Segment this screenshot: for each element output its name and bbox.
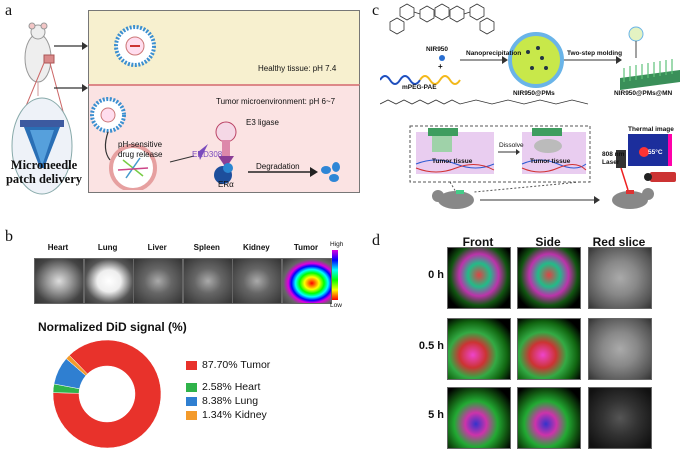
nir950-pms-mn-label: NIR950@PMs@MN [614,90,673,97]
donut-chart [52,339,162,449]
healthy-tissue-label: Healthy tissue: pH 7.4 [258,64,337,73]
row-label-5h: 5 h [428,409,444,421]
panel-letter-b: b [5,228,13,245]
organ-image-kidney [232,258,283,304]
panel-c-graphics [380,3,680,209]
mouse-right-icon [612,188,654,209]
thermal-image-icon [628,134,672,166]
erd308-icon [198,144,208,160]
tumor-env-label: Tumor microenvironment: pH 6~7 [216,97,336,106]
legend-label-heart: Heart [231,381,261,393]
legend-swatch-tumor [186,361,197,370]
imaging-tile-front-5h [447,387,511,449]
organ-label-lung: Lung [97,243,118,252]
organ-label-kidney: Kidney [243,243,270,252]
legend-entry-lung: 8.38% Lung [202,395,258,407]
panel-letter-d: d [372,232,380,249]
erd308-label: ERD308 [192,150,223,159]
scale-low-label: Low [330,302,342,309]
dissolve-label: Dissolve [499,142,524,149]
legend-value-kidney: 1.34% [202,409,232,421]
legend-value-tumor: 87.70% [202,359,238,371]
arrows-to-tissues [54,42,88,92]
nir950-label: NIR950 [426,46,449,53]
micelle-healthy-icon [114,25,156,67]
laser-label: 808 nm Laser [602,151,625,166]
cell-release-icon [109,144,157,190]
imaging-tile-front-0h [447,247,511,309]
imaging-tile-side-5h [517,387,581,449]
nir950-structure-icon [389,3,495,35]
organ-label-heart: Heart [47,243,69,252]
mpeg-pae-label: mPEG-PAE [402,84,437,91]
row-label-0-5h: 0.5 h [418,340,444,352]
column-header-front: Front [462,235,494,249]
two-step-molding-label: Two-step molding [567,50,623,57]
organ-label-spleen: Spleen [193,243,220,252]
mouse-microneedle-illustration [11,22,73,195]
imaging-tile-side-0h [517,247,581,309]
ph-release-label: pH-sensitive drug release [118,140,163,159]
legend-label-lung: Lung [231,395,259,407]
organ-image-heart [34,258,84,304]
donut-slice-tumor [52,339,162,449]
nanoprecipitation-label: Nanoprecipitation [466,50,522,57]
legend-swatch-lung [186,397,197,406]
legend-entry-heart: 2.58% Heart [202,381,260,393]
legend-label-tumor: Tumor [237,359,271,371]
e3-ligase-icon [215,121,237,168]
legend-label-kidney: Kidney [231,409,267,421]
imaging-tile-red-slice-0-5h [588,318,652,380]
microneedle-patch-icon [620,70,680,90]
legend-entry-tumor: 87.70% Tumor [202,359,270,371]
legend-value-heart: 2.58% [202,381,232,393]
temperature-label: 55°C [648,149,663,156]
organ-image-tumor [282,258,332,304]
organ-image-lung [83,258,134,304]
intensity-colorbar [332,250,338,300]
tumor-tissue-label-1: Tumor tissue [432,158,473,165]
era-label: ERα [218,180,234,189]
degradation-label: Degradation [256,162,300,171]
panel-letter-a: a [5,2,13,19]
mouse-left-icon [432,190,474,209]
organ-label-tumor: Tumor [293,243,319,252]
tumor-tissue-label-2: Tumor tissue [530,158,571,165]
imaging-tile-red-slice-5h [588,387,652,449]
panel-letter-c: c [372,2,380,19]
plus-sign: + [438,62,443,71]
nir950-dot-icon [439,55,445,61]
column-header-red-slice: Red slice [592,235,646,249]
nir950-pms-label: NIR950@PMs [513,90,555,97]
thermal-image-label: Thermal image [628,126,674,133]
micelle-tumor-icon [90,97,126,133]
donut-slice-kidney [65,354,88,377]
laser-icon [616,150,626,168]
organ-image-spleen [182,258,233,304]
e3-ligase-label: E3 ligase [246,118,279,127]
legend-value-lung: 8.38% [202,395,232,407]
row-label-0h: 0 h [428,269,444,281]
scale-high-label: High [330,241,344,248]
imaging-tile-red-slice-0h [588,247,652,309]
legend-swatch-kidney [186,411,197,420]
organ-image-liver [133,258,184,304]
column-header-side: Side [535,235,561,249]
legend-swatch-heart [186,383,197,392]
microneedle-patch-label: Microneedle patch delivery [5,158,83,186]
nir950-pms-icon [508,32,564,88]
chart-title: Normalized DiD signal (%) [38,320,187,334]
imaging-tile-side-0-5h [517,318,581,380]
imaging-tile-front-0-5h [447,318,511,380]
panel-a-graphics [90,25,340,190]
degradation-fragments-icon [321,162,340,182]
organ-label-liver: Liver [147,243,167,252]
legend-entry-kidney: 1.34% Kidney [202,409,267,421]
